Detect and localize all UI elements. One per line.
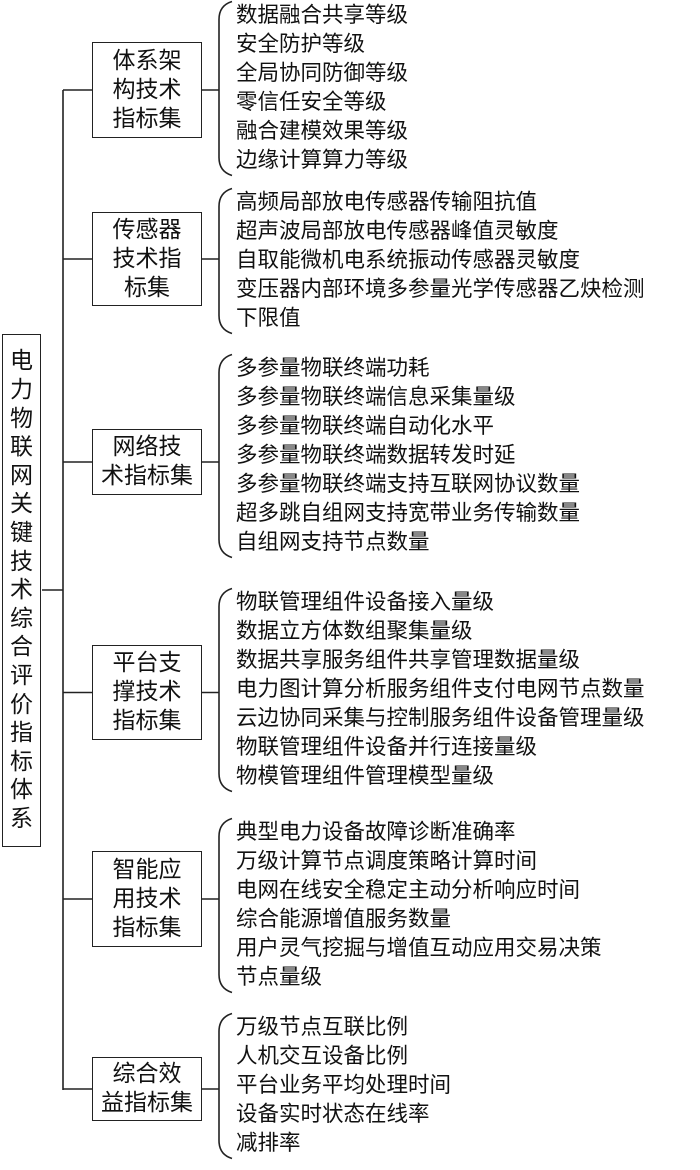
category-label-line: 术指标集 [101, 463, 193, 489]
indicator-item: 节点量级 [236, 964, 323, 990]
brace-icon [218, 817, 233, 994]
category-label-line: 标集 [124, 274, 170, 301]
indicator-item: 超声波局部放电传感器峰值灵敏度 [236, 218, 559, 244]
category-label-line: 传感器 [112, 216, 182, 243]
brace-icon [218, 353, 233, 559]
indicator-item: 典型电力设备故障诊断准确率 [236, 819, 516, 845]
root-label-char: 综 [10, 605, 33, 632]
indicator-item: 数据立方体数组聚集量级 [236, 618, 473, 644]
root-label-char: 联 [10, 434, 33, 461]
category-label-line: 技术指 [112, 245, 182, 272]
brace-icon [218, 0, 233, 177]
root-label-char: 合 [10, 634, 33, 661]
indicator-item: 数据共享服务组件共享管理数据量级 [236, 647, 581, 673]
root-label-char: 价 [10, 691, 33, 718]
indicator-item: 多参量物联终端自动化水平 [236, 413, 495, 439]
indicator-item: 多参量物联终端支持互联网协议数量 [236, 471, 581, 497]
root-label-char: 评 [10, 662, 33, 689]
indicator-item: 综合能源增值服务数量 [236, 906, 452, 932]
category-label-line: 撑技术 [112, 679, 182, 705]
indicator-item: 用户灵气挖掘与增值互动应用交易决策 [236, 935, 602, 961]
category-label-line: 益指标集 [101, 1090, 193, 1116]
indicator-item: 自组网支持节点数量 [236, 529, 430, 555]
indicator-item: 零信任安全等级 [236, 89, 387, 115]
root-node: 电力物联网关键技术综合评价指标体系 [2, 334, 41, 847]
root-label-char: 网 [10, 462, 33, 489]
category-label-line: 综合效 [112, 1061, 182, 1087]
root-label-char: 电 [10, 348, 33, 375]
indicator-item: 变压器内部环境多参量光学传感器乙炔检测 [236, 276, 645, 302]
category-box: 网络技术指标集 [92, 429, 202, 495]
indicator-item: 高频局部放电传感器传输阻抗值 [236, 189, 538, 215]
root-label-char: 标 [10, 748, 33, 775]
indicator-item: 多参量物联终端功耗 [236, 355, 430, 381]
category-box: 综合效益指标集 [92, 1057, 202, 1121]
root-label-char: 术 [10, 577, 33, 604]
category-label-line: 体系架 [112, 47, 182, 74]
root-label-char: 力 [10, 377, 33, 404]
root-label-char: 体 [10, 777, 33, 804]
brace-icon [218, 1012, 233, 1160]
category-box: 体系架构技术指标集 [92, 42, 202, 138]
category-label-line: 指标集 [112, 914, 182, 941]
indicator-item: 超多跳自组网支持宽带业务传输数量 [236, 500, 581, 526]
indicator-item: 下限值 [236, 305, 301, 331]
indicator-item: 自取能微机电系统振动传感器灵敏度 [236, 247, 581, 273]
indicator-item: 减排率 [236, 1130, 301, 1156]
category-box: 传感器技术指标集 [92, 212, 202, 306]
category-label-line: 用技术 [112, 885, 182, 912]
indicator-item: 万级节点互联比例 [236, 1014, 409, 1040]
category-label-line: 平台支 [112, 650, 182, 676]
category-label-line: 构技术 [112, 76, 182, 103]
category-box: 平台支撑技术指标集 [92, 645, 202, 740]
category-label-line: 指标集 [112, 105, 182, 132]
indicator-item: 边缘计算算力等级 [236, 147, 409, 173]
category-label-line: 指标集 [112, 708, 182, 734]
root-label-char: 物 [10, 405, 33, 432]
indicator-item: 电网在线安全稳定主动分析响应时间 [236, 877, 581, 903]
indicator-item: 平台业务平均处理时间 [236, 1072, 452, 1098]
brace-icon [218, 587, 233, 793]
root-label-char: 系 [10, 805, 33, 832]
indicator-item: 安全防护等级 [236, 31, 366, 57]
indicator-item: 多参量物联终端数据转发时延 [236, 442, 516, 468]
root-label-char: 指 [10, 720, 33, 747]
brace-icon [218, 187, 233, 335]
indicator-item: 多参量物联终端信息采集量级 [236, 384, 516, 410]
category-label-line: 网络技 [112, 434, 182, 460]
indicator-item: 云边协同采集与控制服务组件设备管理量级 [236, 705, 645, 731]
category-label-line: 智能应 [112, 856, 182, 883]
root-label-char: 关 [10, 491, 33, 518]
indicator-item: 人机交互设备比例 [236, 1043, 409, 1069]
indicator-item: 数据融合共享等级 [236, 2, 409, 28]
indicator-item: 全局协同防御等级 [236, 60, 409, 86]
indicator-item: 物模管理组件管理模型量级 [236, 763, 495, 789]
root-label-char: 键 [10, 520, 33, 547]
indicator-item: 万级计算节点调度策略计算时间 [236, 848, 538, 874]
indicator-item: 物联管理组件设备并行连接量级 [236, 734, 538, 760]
root-label-char: 技 [10, 548, 33, 575]
indicator-item: 设备实时状态在线率 [236, 1101, 430, 1127]
indicator-item: 电力图计算分析服务组件支付电网节点数量 [236, 676, 645, 702]
indicator-item: 物联管理组件设备接入量级 [236, 589, 495, 615]
indicator-item: 融合建模效果等级 [236, 118, 409, 144]
category-box: 智能应用技术指标集 [92, 851, 202, 947]
